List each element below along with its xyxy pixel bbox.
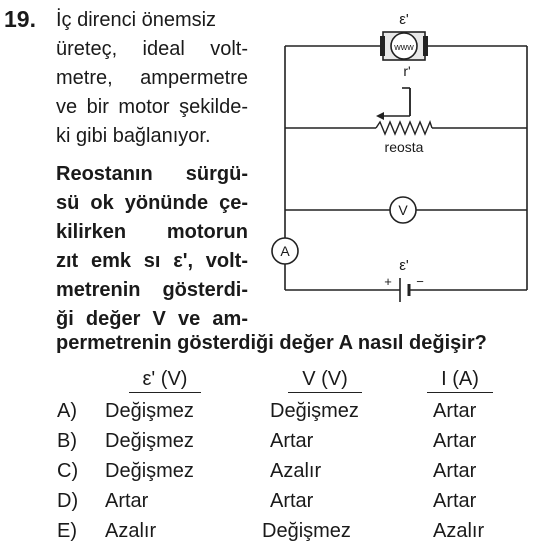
column-header-emf: ε' (V): [110, 368, 220, 393]
option-letter: B): [57, 430, 77, 452]
voltmeter-icon: [389, 196, 417, 224]
rheostat-label: reosta: [385, 139, 424, 155]
option-c[interactable]: C) Değişmez Azalır Artar: [0, 460, 547, 490]
option-emf: Artar: [105, 490, 149, 512]
bold-line-5: metrenin gösterdi-: [56, 279, 248, 301]
option-voltage: Artar: [270, 490, 314, 512]
option-b[interactable]: B) Değişmez Artar Artar: [0, 430, 547, 460]
option-current: Artar: [433, 490, 477, 512]
option-current: Artar: [433, 400, 477, 422]
bold-line-3: kilirken motorun: [56, 221, 248, 243]
question-bold-tail: permetrenin gösterdiği değer A nasıl değ…: [56, 332, 487, 354]
source-plus-label: +: [384, 274, 392, 289]
option-letter: C): [57, 460, 79, 482]
option-letter: D): [57, 490, 79, 512]
option-voltage: Azalır: [270, 460, 322, 482]
intro-line-2: üreteç, ideal volt-: [56, 38, 248, 60]
source-minus-label: −: [416, 274, 424, 289]
option-d[interactable]: D) Artar Artar Artar: [0, 490, 547, 520]
option-voltage: Değişmez: [270, 400, 359, 422]
column-header-voltage: V (V): [270, 368, 380, 393]
option-a[interactable]: A) Değişmez Değişmez Artar: [0, 400, 547, 430]
option-emf: Değişmez: [105, 460, 194, 482]
bold-line-4: zıt emk sı ε', volt-: [56, 250, 248, 272]
question-intro: İç direnci önemsiz üreteç, ideal volt- m…: [56, 6, 248, 151]
circuit-diagram: www ε' r' reosta V A ε' + −: [271, 11, 528, 302]
bold-line-6: ği değer V ve am-: [56, 308, 248, 330]
bold-line-2: sü ok yönünde çe-: [56, 192, 248, 214]
question-number: 19.: [4, 6, 36, 32]
slider-arrow-icon: [376, 112, 384, 120]
rheostat-symbol: [375, 87, 433, 136]
motor-coil-label: www: [393, 42, 414, 52]
intro-line-4: ve bir motor şekilde-: [56, 96, 248, 118]
option-voltage: Artar: [270, 430, 314, 452]
option-letter: A): [57, 400, 77, 422]
bold-line-1: Reostanın sürgü-: [56, 163, 248, 185]
option-e[interactable]: E) Azalır Değişmez Azalır: [0, 520, 547, 550]
intro-line-5: ki gibi bağlanıyor.: [56, 125, 211, 147]
option-voltage: Değişmez: [262, 520, 351, 542]
motor-symbol: [380, 31, 428, 61]
option-current: Azalır: [433, 520, 485, 542]
motor-resistance-label: r': [403, 63, 410, 79]
source-emf-label: ε': [399, 257, 409, 274]
voltmeter-label: V: [398, 202, 408, 218]
option-letter: E): [57, 520, 77, 542]
ammeter-icon: [271, 237, 299, 265]
option-emf: Değişmez: [105, 400, 194, 422]
motor-emf-label: ε': [399, 11, 409, 28]
option-current: Artar: [433, 460, 477, 482]
option-emf: Değişmez: [105, 430, 194, 452]
intro-line-3: metre, ampermetre: [56, 67, 248, 89]
column-header-current: I (A): [415, 368, 505, 393]
intro-line-1: İç direnci önemsiz: [56, 9, 217, 31]
battery-symbol: [399, 278, 411, 302]
question-bold-text: Reostanın sürgü- sü ok yönünde çe- kilir…: [56, 160, 248, 334]
option-emf: Azalır: [105, 520, 157, 542]
option-current: Artar: [433, 430, 477, 452]
ammeter-label: A: [280, 243, 290, 259]
